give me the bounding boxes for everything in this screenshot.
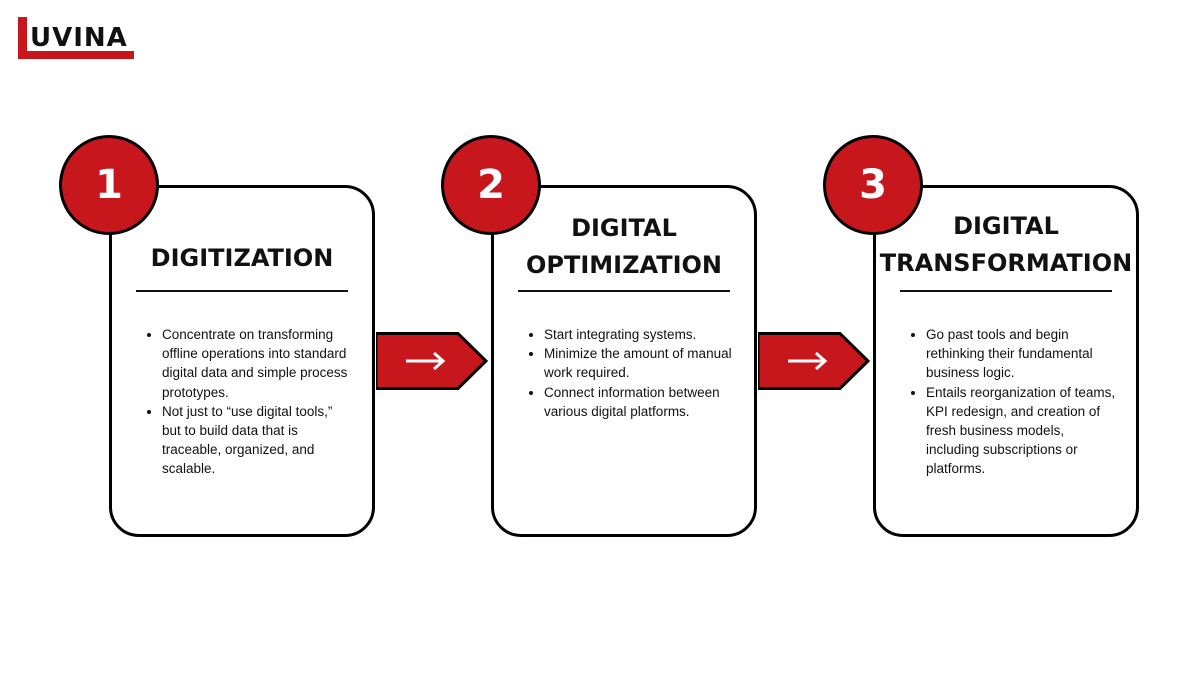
step-card-digital-transformation: DIGITAL TRANSFORMATION Go past tools and… xyxy=(873,185,1139,537)
luvina-logo: UVINA xyxy=(18,17,136,61)
bullet-item: Connect information between various digi… xyxy=(544,383,736,421)
title-divider xyxy=(518,290,730,292)
bullet-item: Start integrating systems. xyxy=(544,325,736,344)
step-title-line: TRANSFORMATION xyxy=(879,249,1133,277)
step-number-badge: 3 xyxy=(823,135,923,235)
step-title-line: OPTIMIZATION xyxy=(525,251,722,279)
step-title-line: DIGITAL xyxy=(571,214,677,242)
step-bullets: Go past tools and begin rethinking their… xyxy=(906,325,1118,479)
arrow-right-icon xyxy=(758,332,870,390)
logo-red-bar-horizontal xyxy=(18,51,134,59)
title-divider xyxy=(136,290,348,292)
step-number-badge: 2 xyxy=(441,135,541,235)
bullet-item: Concentrate on transforming offline oper… xyxy=(162,325,354,402)
step-title: DIGITAL OPTIMIZATION xyxy=(494,210,754,284)
logo-red-bar-vertical xyxy=(18,17,27,59)
bullet-item: Go past tools and begin rethinking their… xyxy=(926,325,1118,383)
bullet-item: Entails reorganization of teams, KPI red… xyxy=(926,383,1118,479)
title-divider xyxy=(900,290,1112,292)
bullet-item: Not just to “use digital tools,” but to … xyxy=(162,402,354,479)
step-bullets: Start integrating systems. Minimize the … xyxy=(524,325,736,421)
arrow-right-icon xyxy=(376,332,488,390)
step-card-digital-optimization: DIGITAL OPTIMIZATION Start integrating s… xyxy=(491,185,757,537)
step-number-badge: 1 xyxy=(59,135,159,235)
step-title: DIGITAL TRANSFORMATION xyxy=(876,208,1136,282)
bullet-item: Minimize the amount of manual work requi… xyxy=(544,344,736,382)
logo-text: UVINA xyxy=(30,23,128,53)
step-bullets: Concentrate on transforming offline oper… xyxy=(142,325,354,479)
step-title-line: DIGITAL xyxy=(953,212,1059,240)
step-card-digitization: DIGITIZATION Concentrate on transforming… xyxy=(109,185,375,537)
step-title: DIGITIZATION xyxy=(150,244,334,272)
